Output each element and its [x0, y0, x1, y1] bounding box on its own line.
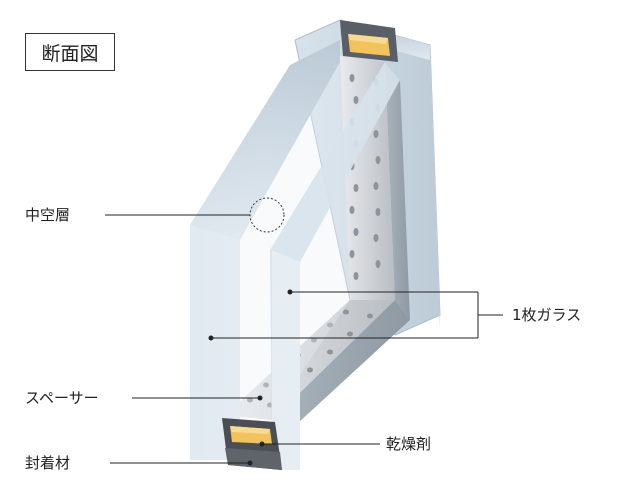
- dot-spacer: [257, 395, 263, 401]
- spacer-bottom: [225, 300, 410, 435]
- bottom-spacer-cap: [222, 418, 282, 470]
- label-sealant: 封着材: [25, 454, 71, 472]
- leader-lines: [105, 214, 503, 464]
- dot-glass-bottom: [208, 335, 214, 341]
- dot-desiccant: [259, 441, 265, 447]
- dot-glass-top: [287, 289, 293, 295]
- dot-sealant: [247, 460, 253, 466]
- middle-glass-pane: [270, 62, 400, 470]
- label-desiccant: 乾燥剤: [386, 435, 432, 453]
- diagram-title: 断面図: [25, 33, 115, 71]
- top-spacer-cap: [340, 20, 398, 62]
- label-spacer: スペーサー: [25, 389, 99, 407]
- label-glass: 1枚ガラス: [512, 306, 582, 324]
- label-air-layer: 中空層: [25, 206, 71, 224]
- leader-dots: [208, 289, 293, 466]
